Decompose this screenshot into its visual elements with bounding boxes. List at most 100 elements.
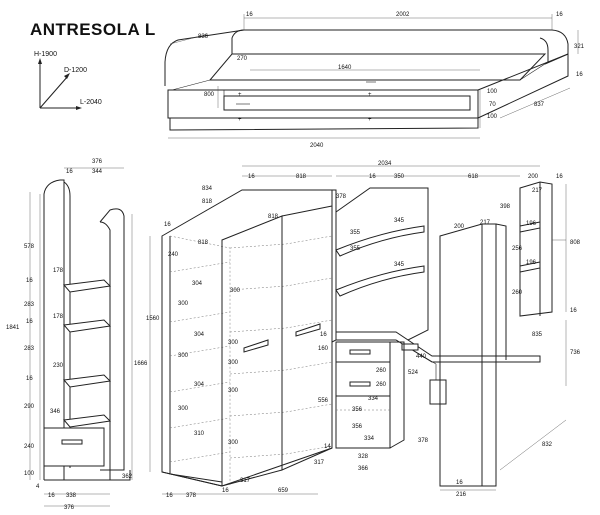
bed-dim-70: 70 — [489, 102, 496, 108]
stairs-dim-4: 4 — [36, 484, 40, 490]
right-column — [439, 223, 497, 487]
main-dim-256: 256 — [512, 246, 523, 252]
main-dim-1560: 1560 — [146, 316, 160, 322]
main-dim-217a: 217 — [532, 188, 543, 194]
stairs-dim-230: 230 — [53, 363, 64, 369]
main-dim-808: 808 — [570, 240, 581, 246]
main-dim-818a: 818 — [296, 174, 307, 180]
main-dim-16c: 16 — [556, 174, 563, 180]
stairs-dim-178b: 178 — [53, 314, 64, 320]
bed-front-rail — [167, 89, 479, 119]
desk-drawer-side — [389, 341, 405, 449]
main-dim-355a: 355 — [350, 230, 361, 236]
bed-dim-1640: 1640 — [338, 65, 352, 71]
axis-length-arrow — [76, 106, 82, 110]
desk-drawer-top-handle — [349, 349, 371, 355]
main-dim-160: 160 — [318, 346, 329, 352]
stairs-dim-376-bottom: 376 — [64, 505, 75, 511]
desk-keyboard-tray — [401, 343, 419, 351]
bed-back-inner — [231, 29, 245, 54]
corner-shelf — [229, 361, 333, 375]
main-dim-835: 835 — [532, 332, 543, 338]
axes-indicator: H-1900 D-1200 L-2040 — [34, 51, 102, 110]
curved-shelf-bottom — [335, 265, 425, 297]
stairs-dim-1666: 1666 — [134, 361, 148, 367]
bed-guard-board — [223, 95, 471, 111]
bed-mattress — [208, 53, 547, 81]
main-dim-300h: 300 — [228, 440, 239, 446]
wardrobe-left-inner — [169, 236, 223, 483]
bed-plus-2: + — [368, 92, 372, 98]
bed-plus-3: + — [238, 117, 242, 123]
main-dim-818d: 818 — [198, 240, 209, 246]
main-dim-345a: 345 — [394, 218, 405, 224]
wardrobe-shelf — [169, 451, 231, 463]
wardrobe-shelf — [169, 417, 231, 429]
main-dim-356b: 356 — [352, 424, 363, 430]
stairs-drawer-handle — [61, 439, 83, 445]
wardrobe-door-handle-right — [295, 323, 321, 337]
stairs-dim-578: 578 — [24, 244, 35, 250]
right-column-back — [495, 223, 507, 360]
main-dim-16d: 16 — [164, 222, 171, 228]
bed-plus-1: + — [238, 92, 242, 98]
stairs-dim-283a: 283 — [24, 302, 35, 308]
main-dim-300a: 300 — [230, 288, 241, 294]
wardrobe-outline — [161, 189, 333, 487]
main-unit-drawing: 2034 834 818 16 378 16 350 618 200 16 81… — [146, 161, 581, 499]
main-dim-300f: 300 — [228, 388, 239, 394]
corner-shelf — [229, 403, 333, 417]
wardrobe-shelf-column — [169, 235, 231, 486]
main-dim-334a: 334 — [368, 396, 379, 402]
main-dim-556: 556 — [318, 398, 329, 404]
main-dim-300g: 300 — [178, 406, 189, 412]
main-dim-304b: 304 — [194, 332, 205, 338]
stairs-dim-362: 362 — [122, 474, 133, 480]
main-dim-16h: 16 — [166, 493, 173, 499]
main-dim-2034: 2034 — [378, 161, 392, 167]
stairs-back-edge — [63, 181, 71, 468]
main-dim-304a: 304 — [192, 281, 203, 287]
main-dim-398: 398 — [500, 204, 511, 210]
main-dim-736: 736 — [570, 350, 581, 356]
bed-dim-2040: 2040 — [310, 143, 324, 149]
desk-side-panel — [331, 189, 337, 343]
corner-shelf — [229, 277, 333, 291]
main-dim-834: 834 — [202, 186, 213, 192]
main-dim-16g: 16 — [222, 488, 229, 494]
stairs-dim-178a: 178 — [53, 268, 64, 274]
wardrobe-shelf — [169, 261, 231, 273]
main-dim-818c: 818 — [268, 214, 279, 220]
far-right-shelf-board — [519, 221, 541, 233]
desk-shelf-unit — [335, 187, 429, 343]
main-dim-618: 618 — [468, 174, 479, 180]
stairs-dim-16c: 16 — [26, 376, 33, 382]
corner-shelf — [229, 319, 333, 333]
stairs-dim-16-top: 16 — [66, 169, 73, 175]
main-dim-355b: 355 — [350, 246, 361, 252]
stairs-front-panel — [99, 208, 125, 471]
stairs-dim-1841: 1841 — [6, 325, 20, 331]
bed-dim-100b: 100 — [487, 114, 498, 120]
stairs-front-edge — [99, 221, 131, 481]
axis-depth-arrow — [64, 73, 70, 79]
main-dim-659: 659 — [278, 488, 289, 494]
stairs-dim-16b: 16 — [26, 319, 33, 325]
main-dim-16i: 16 — [456, 480, 463, 486]
wardrobe-left — [161, 236, 223, 487]
main-dim-260b: 260 — [376, 368, 387, 374]
main-dim-14: 14 — [324, 444, 331, 450]
main-dim-378a: 378 — [336, 194, 347, 200]
main-dim-300c: 300 — [228, 340, 239, 346]
dim-line-832 — [499, 419, 567, 471]
stairs-dim-338: 338 — [66, 493, 77, 499]
desk-top — [335, 331, 541, 363]
stairs-dim-290: 290 — [24, 404, 35, 410]
stair-step — [63, 374, 112, 388]
main-dim-440: 440 — [416, 354, 427, 360]
main-dim-524: 524 — [408, 370, 419, 376]
main-dim-317a: 317 — [240, 478, 251, 484]
main-dim-818b: 818 — [202, 199, 213, 205]
stairs-dim-16a: 16 — [26, 278, 33, 284]
